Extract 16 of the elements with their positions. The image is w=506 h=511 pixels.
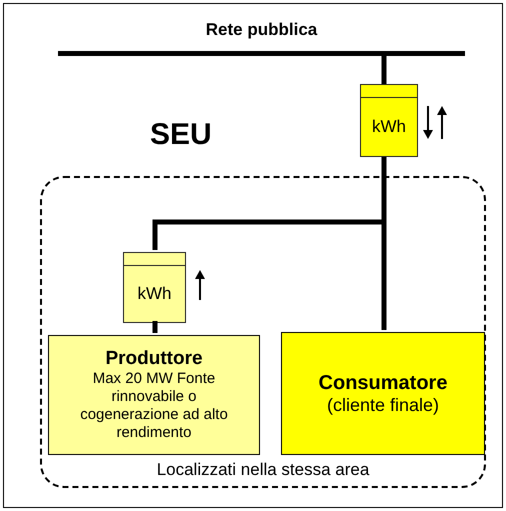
box-title: Produttore bbox=[105, 348, 203, 370]
meter-box bbox=[123, 252, 186, 323]
meter-label: kWh bbox=[138, 284, 172, 304]
meter-label: kWh bbox=[372, 116, 406, 136]
system-label: SEU bbox=[150, 118, 212, 152]
grid-label: Rete pubblica bbox=[204, 20, 318, 40]
area-label: Localizzati nella stessa area bbox=[156, 460, 370, 480]
box-description: Max 20 MW Fonte rinnovabile o cogenerazione ad alto rendimento bbox=[79, 370, 229, 442]
power-line bbox=[382, 55, 386, 84]
producer-box bbox=[48, 335, 260, 455]
consumer-box bbox=[281, 332, 485, 455]
box-title: Consumatore bbox=[318, 372, 448, 394]
area-boundary bbox=[40, 176, 486, 488]
box-description: (cliente finale) bbox=[326, 394, 440, 416]
meter-box bbox=[360, 84, 418, 157]
power-line bbox=[152, 321, 158, 333]
